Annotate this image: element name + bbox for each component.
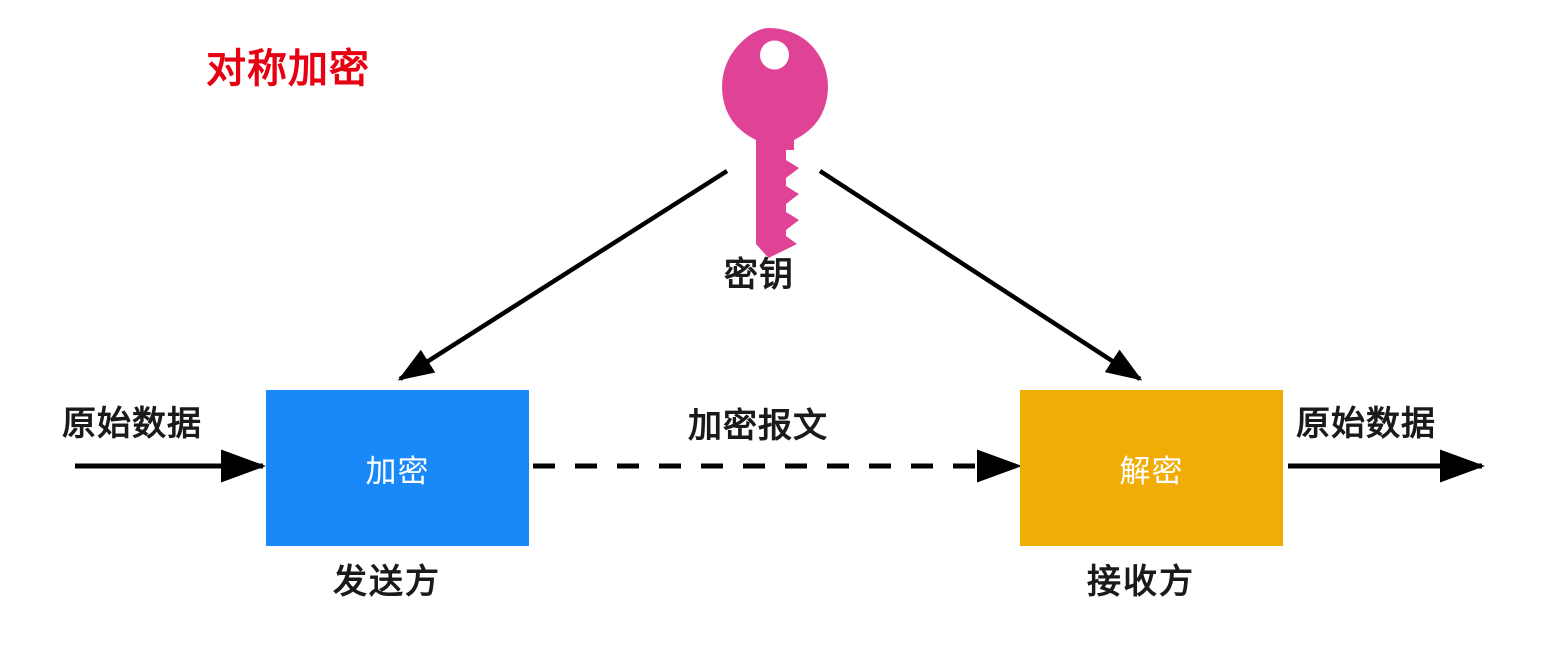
output-data-label: 原始数据	[1296, 404, 1436, 444]
arrow-key-to-decrypt	[818, 169, 1143, 381]
key-icon	[722, 28, 828, 258]
sender-caption: 发送方	[333, 562, 441, 602]
decrypt-node-label: 解密	[1119, 453, 1184, 490]
encrypt-node-label: 加密	[365, 453, 430, 490]
decrypt-node[interactable]: 解密	[1020, 390, 1283, 546]
page-title: 对称加密	[206, 46, 370, 92]
key-label: 密钥	[724, 255, 794, 295]
input-data-label: 原始数据	[62, 404, 202, 444]
encrypt-node[interactable]: 加密	[266, 390, 529, 546]
cipher-message-label: 加密报文	[688, 406, 828, 446]
receiver-caption: 接收方	[1087, 562, 1195, 602]
arrow-key-to-encrypt	[397, 169, 729, 381]
